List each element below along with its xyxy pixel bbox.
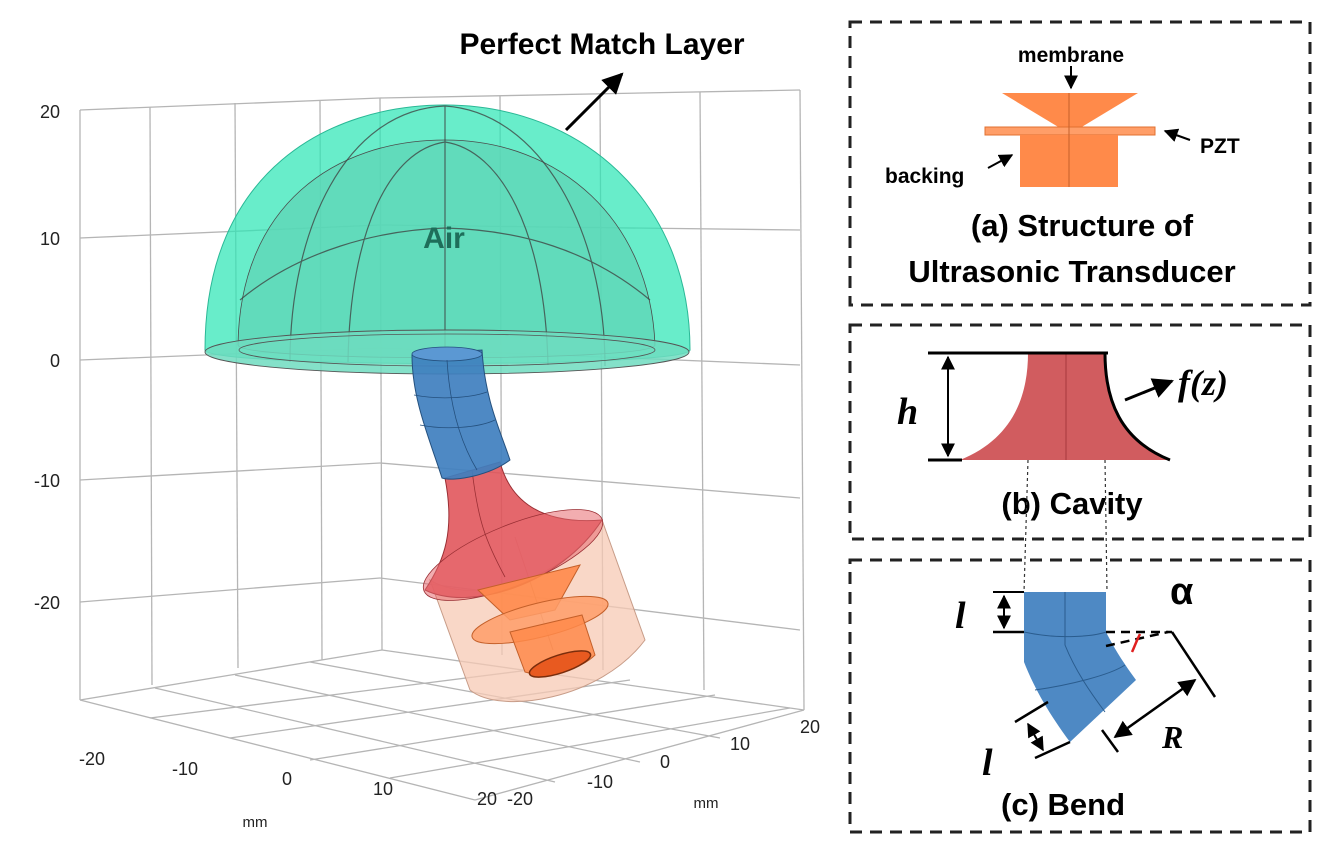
r-end-line-top: [1170, 631, 1217, 698]
pml-label: Perfect Match Layer: [459, 28, 744, 61]
air-label: Air: [423, 222, 465, 255]
backing-label: backing: [885, 165, 964, 188]
membrane-label: membrane: [1018, 44, 1124, 67]
pzt-label: PZT: [1200, 135, 1240, 158]
z-tick-label: 20: [40, 102, 60, 122]
bend-shape: [1024, 592, 1136, 742]
x-tick-label: 20: [477, 789, 497, 809]
l-top-label: l: [955, 595, 966, 637]
alpha-label: α: [1170, 571, 1193, 613]
z-tick-label: -10: [34, 471, 60, 491]
l-bottom-arrow: [1027, 722, 1044, 752]
pzt-shape: [984, 126, 1156, 136]
panel-a: membrane PZT backing (a) Structure of Ul…: [848, 20, 1312, 307]
alpha-arc: [1130, 633, 1142, 653]
x-axis-unit: mm: [243, 814, 268, 831]
y-tick-label: 10: [730, 734, 750, 754]
l-bottom-label: l: [982, 742, 993, 784]
r-dimension-arrow: [1113, 678, 1197, 739]
backing-arrow: [987, 154, 1014, 169]
x-tick-label: 10: [373, 779, 393, 799]
y-tick-label: 0: [660, 752, 670, 772]
fz-curve: [1103, 352, 1171, 462]
z-tick-label: 10: [40, 229, 60, 249]
x-tick-label: -20: [79, 749, 105, 769]
panel-a-caption-line1: (a) Structure of: [971, 208, 1194, 243]
bend-section-line-2: [1034, 664, 1126, 691]
l-bottom-dim-line1: [1014, 700, 1049, 724]
pml-pointer-arrow: [564, 72, 624, 132]
bend-tube: [411, 346, 511, 480]
z-tick-label: -20: [34, 593, 60, 613]
l-bottom-dim-line2: [1034, 740, 1071, 760]
bend-center-line: [1064, 592, 1106, 713]
y-tick-label: -10: [587, 772, 613, 792]
z-tick-label: 0: [50, 351, 60, 371]
x-tick-label: -10: [172, 759, 198, 779]
panel-c-caption: (c) Bend: [1001, 787, 1125, 822]
panel-c: l α R l (c) Bend: [848, 459, 1312, 834]
fz-arrow: [1124, 378, 1174, 402]
panel-b-frame: [848, 323, 1312, 541]
panel-b: h f(z) (b) Cavity: [848, 323, 1312, 541]
plot-3d: 20 10 0 -10 -20 -20 -10 0 10 20 mm -20 -…: [34, 28, 820, 831]
pzt-arrow: [1163, 128, 1191, 142]
r-end-line-bottom: [1100, 729, 1120, 753]
membrane-shape: [1002, 93, 1138, 128]
y-tick-label: -20: [507, 789, 533, 809]
panel-c-frame: [848, 558, 1312, 834]
x-tick-label: 0: [282, 769, 292, 789]
projection-line-right: [1104, 459, 1108, 593]
y-axis-unit: mm: [694, 795, 719, 812]
fz-label: f(z): [1178, 363, 1228, 403]
cavity-shape: [960, 353, 1170, 460]
bend-section-line: [1023, 631, 1107, 638]
y-tick-label: 20: [800, 717, 820, 737]
transducer-parts: [471, 564, 609, 678]
h-label: h: [897, 391, 918, 433]
panel-b-caption: (b) Cavity: [1001, 486, 1143, 521]
projection-line-left: [1023, 459, 1029, 593]
r-label: R: [1161, 719, 1183, 755]
dome-meridians: [239, 105, 651, 367]
panel-a-caption-line2: Ultrasonic Transducer: [908, 254, 1235, 289]
panel-a-frame: [848, 20, 1312, 307]
